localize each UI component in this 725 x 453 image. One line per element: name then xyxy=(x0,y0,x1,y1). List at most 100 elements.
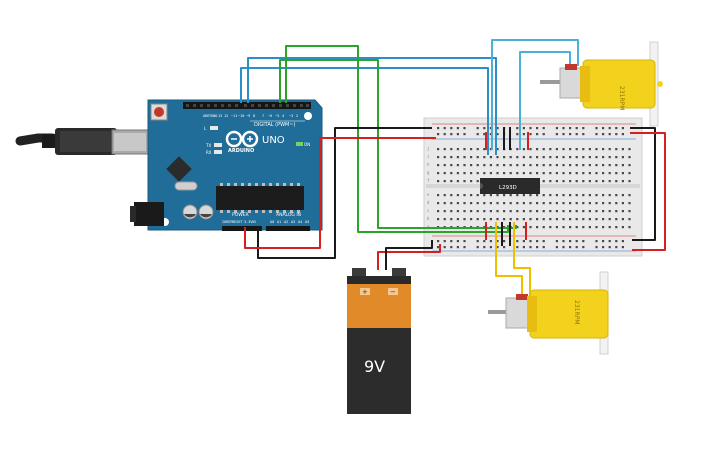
breadboard-hole xyxy=(569,148,572,151)
svg-text:GND: GND xyxy=(211,114,217,118)
on-led xyxy=(296,142,303,146)
svg-text:4: 4 xyxy=(282,114,284,118)
breadboard-hole xyxy=(437,148,440,151)
breadboard-hole xyxy=(575,202,578,205)
wire-yellow xyxy=(513,222,531,296)
breadboard-hole xyxy=(555,246,558,249)
breadboard-hole xyxy=(595,226,598,229)
breadboard-hole xyxy=(582,202,585,205)
breadboard-hole xyxy=(582,240,585,243)
breadboard-hole xyxy=(555,194,558,197)
breadboard-hole xyxy=(516,226,519,229)
breadboard-hole xyxy=(476,148,479,151)
usb-cable xyxy=(15,128,151,155)
breadboard-hole xyxy=(496,156,499,159)
breadboard-hole xyxy=(621,156,624,159)
breadboard-hole xyxy=(569,210,572,213)
breadboard-hole xyxy=(555,164,558,167)
svg-text:A0: A0 xyxy=(270,220,274,224)
wire-blue xyxy=(247,57,497,155)
breadboard-hole xyxy=(450,127,453,130)
breadboard-hole xyxy=(516,127,519,130)
breadboard-hole xyxy=(595,164,598,167)
breadboard-hole xyxy=(575,210,578,213)
breadboard-hole xyxy=(509,210,512,213)
breadboard-hole xyxy=(463,218,466,221)
breadboard-hole xyxy=(542,172,545,175)
l293d-chip xyxy=(480,178,540,194)
dc-motor-bottom: 231RPM xyxy=(488,271,609,355)
breadboard-hole xyxy=(450,133,453,136)
breadboard-hole xyxy=(542,226,545,229)
breadboard-hole xyxy=(503,240,506,243)
row-letter: j xyxy=(427,146,429,151)
breadboard-hole xyxy=(575,127,578,130)
battery-plus-sign: + xyxy=(362,288,368,296)
battery-minus-sign: − xyxy=(390,288,396,296)
breadboard-hole xyxy=(569,133,572,136)
breadboard-hole xyxy=(608,210,611,213)
breadboard-hole xyxy=(443,240,446,243)
breadboard-hole xyxy=(456,202,459,205)
breadboard-hole xyxy=(443,246,446,249)
breadboard-hole xyxy=(595,156,598,159)
breadboard-hole xyxy=(595,127,598,130)
breadboard-hole xyxy=(456,172,459,175)
row-letter: i xyxy=(427,154,430,159)
breadboard-hole xyxy=(562,226,565,229)
breadboard-hole xyxy=(582,246,585,249)
breadboard-hole xyxy=(602,164,605,167)
breadboard-hole xyxy=(569,172,572,175)
breadboard-hole xyxy=(529,246,532,249)
breadboard-hole xyxy=(588,164,591,167)
breadboard-hole xyxy=(476,127,479,130)
breadboard-hole xyxy=(615,133,618,136)
breadboard-hole xyxy=(555,210,558,213)
breadboard-hole xyxy=(595,202,598,205)
breadboard-hole xyxy=(555,226,558,229)
breadboard-hole xyxy=(549,194,552,197)
breadboard-hole xyxy=(476,194,479,197)
breadboard-hole xyxy=(562,180,565,183)
breadboard-hole xyxy=(476,172,479,175)
breadboard-hole xyxy=(522,194,525,197)
dc-power-jack xyxy=(134,202,164,226)
svg-text:~5: ~5 xyxy=(275,114,279,118)
breadboard-hole xyxy=(621,194,624,197)
breadboard-hole xyxy=(628,148,631,151)
breadboard-hole xyxy=(588,180,591,183)
breadboard-hole xyxy=(476,240,479,243)
breadboard-hole xyxy=(542,180,545,183)
breadboard-hole xyxy=(536,194,539,197)
breadboard-hole xyxy=(450,240,453,243)
row-letter: h xyxy=(427,162,430,167)
wire-green xyxy=(279,59,517,229)
digital-header-label: DIGITAL (PWM~) xyxy=(254,122,296,128)
breadboard-hole xyxy=(628,172,631,175)
breadboard-hole xyxy=(555,148,558,151)
breadboard-hole xyxy=(628,226,631,229)
breadboard-hole xyxy=(456,133,459,136)
svg-text:7: 7 xyxy=(262,114,264,118)
breadboard-hole xyxy=(496,164,499,167)
breadboard-hole xyxy=(582,127,585,130)
breadboard-hole xyxy=(470,172,473,175)
breadboard-hole xyxy=(628,164,631,167)
svg-text:A2: A2 xyxy=(284,220,288,224)
breadboard-hole xyxy=(489,218,492,221)
breadboard-hole xyxy=(536,172,539,175)
breadboard-hole xyxy=(450,246,453,249)
breadboard-hole xyxy=(522,246,525,249)
breadboard-hole xyxy=(575,194,578,197)
breadboard-hole xyxy=(542,202,545,205)
row-letter: e xyxy=(427,192,430,197)
svg-text:A3: A3 xyxy=(291,220,295,224)
breadboard-hole xyxy=(621,210,624,213)
breadboard-hole xyxy=(437,133,440,136)
breadboard-hole xyxy=(562,172,565,175)
breadboard-hole xyxy=(516,148,519,151)
breadboard-hole xyxy=(483,172,486,175)
breadboard-hole xyxy=(516,210,519,213)
breadboard-hole xyxy=(503,156,506,159)
breadboard-hole xyxy=(503,210,506,213)
